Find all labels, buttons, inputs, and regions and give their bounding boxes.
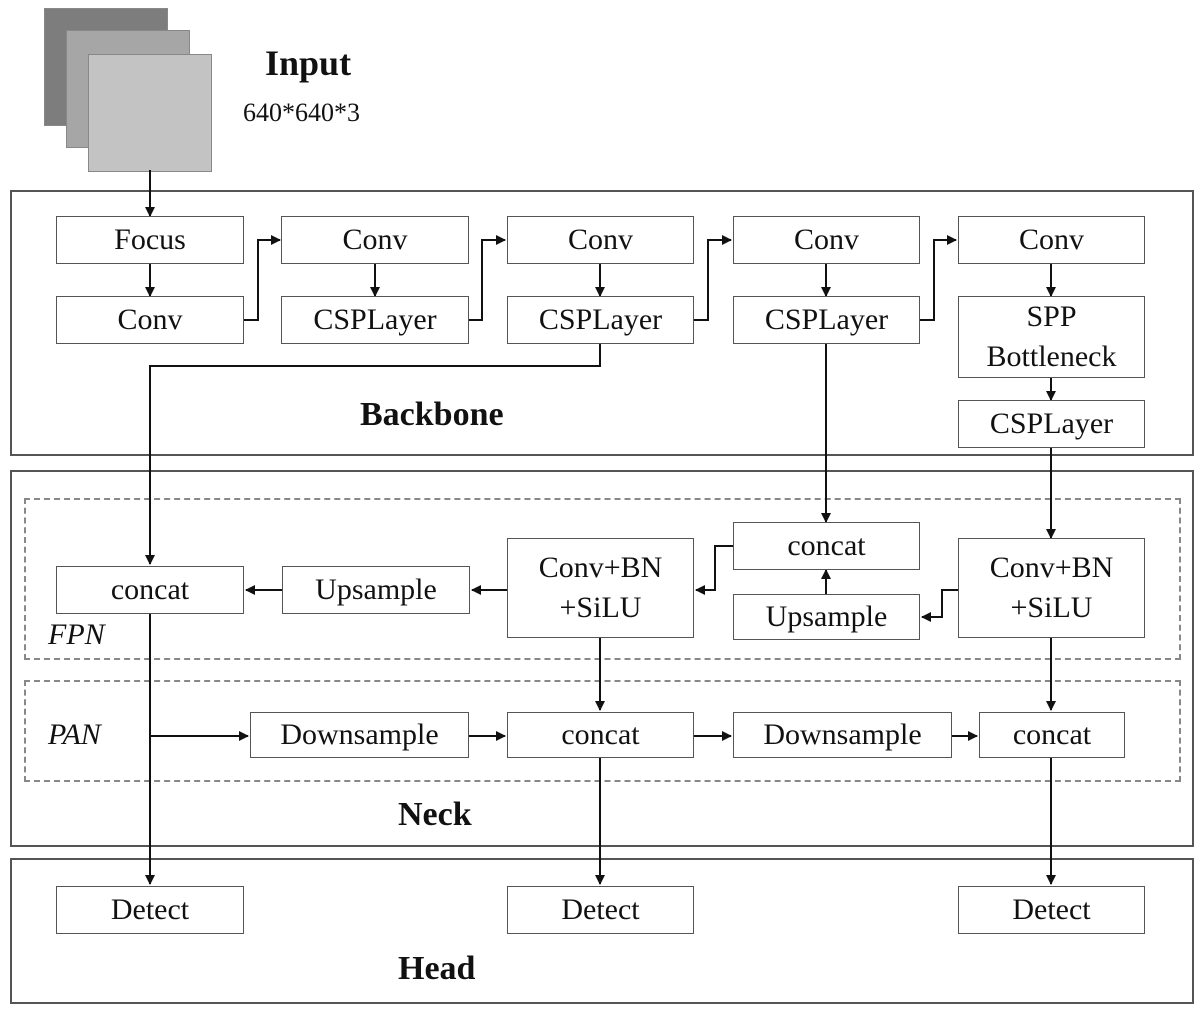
detect-block-1: Detect: [56, 886, 244, 934]
conv-block-3: Conv: [507, 216, 694, 264]
backbone-region: [10, 190, 1194, 456]
pan-region: [24, 680, 1181, 782]
fpn-upsample-mid: Upsample: [733, 594, 920, 640]
csplayer-block-4: CSPLayer: [958, 400, 1145, 448]
neck-label: Neck: [398, 796, 472, 833]
csplayer-block-1: CSPLayer: [281, 296, 469, 344]
fpn-region: [24, 498, 1181, 660]
fpn-concat-left: concat: [56, 566, 244, 614]
pan-label: PAN: [48, 718, 101, 751]
fpn-concat-mid: concat: [733, 522, 920, 570]
detect-block-2: Detect: [507, 886, 694, 934]
fpn-conv-bn-silu-mid: Conv+BN +SiLU: [507, 538, 694, 638]
fpn-upsample-left: Upsample: [282, 566, 470, 614]
fpn-conv-bn-silu-right: Conv+BN +SiLU: [958, 538, 1145, 638]
conv-block-5: Conv: [958, 216, 1145, 264]
pan-concat-1: concat: [507, 712, 694, 758]
conv-block-1: Conv: [56, 296, 244, 344]
focus-block: Focus: [56, 216, 244, 264]
csplayer-block-3: CSPLayer: [733, 296, 920, 344]
pan-concat-2: concat: [979, 712, 1125, 758]
head-region: [10, 858, 1194, 1004]
detect-block-3: Detect: [958, 886, 1145, 934]
neck-region: [10, 470, 1194, 847]
input-title: Input: [265, 43, 352, 83]
conv-block-4: Conv: [733, 216, 920, 264]
conv-block-2: Conv: [281, 216, 469, 264]
pan-downsample-2: Downsample: [733, 712, 952, 758]
backbone-label: Backbone: [360, 396, 504, 433]
fpn-label: FPN: [48, 618, 105, 651]
head-label: Head: [398, 950, 476, 987]
input-size: 640*640*3: [243, 98, 360, 127]
spp-bottleneck-block: SPP Bottleneck: [958, 296, 1145, 378]
csplayer-block-2: CSPLayer: [507, 296, 694, 344]
pan-downsample-1: Downsample: [250, 712, 469, 758]
